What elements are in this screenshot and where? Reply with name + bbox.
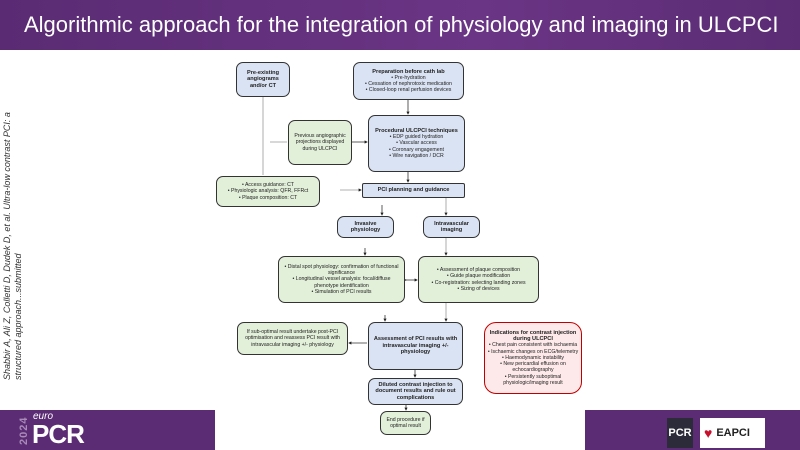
box-item: • Haemodynamic instability (501, 354, 565, 361)
box-text: Previous angiographic projections displa… (294, 132, 346, 152)
box-item: • Assessment of plaque composition (436, 267, 521, 274)
box-item: • Pre-hydration (391, 74, 426, 81)
physiology-uses-box: • Distal spot physiology: confirmation o… (278, 256, 405, 303)
logo-pcr: PCR (32, 419, 85, 449)
pcr-logo: PCR (667, 418, 693, 448)
assessment-box: Assessment of PCI results with intravasc… (368, 322, 463, 370)
box-title: PCI planning and guidance (377, 187, 450, 194)
footer-band-left (0, 410, 215, 450)
diluted-contrast-box: Diluted contrast injection to document r… (368, 378, 463, 405)
box-item: • Distal spot physiology: confirmation o… (284, 263, 399, 277)
preparation-box: Preparation before cath lab • Pre-hydrat… (353, 62, 464, 100)
box-item: • Coronary engagement (389, 146, 444, 153)
suboptimal-box: If sub-optimal result undertake post-PCI… (237, 322, 348, 355)
box-title: Pre-existing angiograms and/or CT (246, 69, 280, 89)
indications-box: Indications for contrast injection durin… (484, 322, 582, 394)
heart-icon: ♥ (704, 425, 713, 441)
box-item: • Cessation of nephrotoxic medication (365, 81, 452, 87)
pci-planning-box: PCI planning and guidance (362, 183, 465, 198)
box-item: • New pericardial effusion on echocardio… (500, 361, 566, 374)
eapci-text: EAPCI (716, 427, 750, 439)
box-title: Assessment of PCI results with intravasc… (373, 336, 458, 356)
box-item: • Sizing of devices (457, 285, 500, 292)
box-title: Procedural ULCPCI techniques (375, 127, 458, 134)
box-item: • Ischaemic changes on ECG/telemetry (487, 348, 579, 355)
box-item: • Co-registration: selecting landing zon… (431, 279, 526, 286)
box-item: • Chest pain consistent with ischaemia (488, 342, 578, 349)
logo-year: 2024 (18, 416, 30, 445)
box-title: Invasive physiology (350, 220, 381, 233)
box-item: • EDP guided hydration (389, 134, 444, 141)
box-item: • Guide plaque modification (446, 273, 511, 280)
previous-projections-box: Previous angiographic projections displa… (288, 120, 352, 165)
box-title: Diluted contrast injection to document r… (375, 381, 456, 401)
preexisting-box: Pre-existing angiograms and/or CT (236, 62, 290, 97)
box-title: Preparation before cath lab (372, 68, 445, 75)
citation: Shabbir A, Ali Z, Colletti D, Dudek D, e… (2, 112, 23, 380)
imaging-uses-box: • Assessment of plaque composition • Gui… (418, 256, 539, 303)
title-text: Algorithmic approach for the integration… (24, 12, 779, 37)
box-item: • Access guidance: CT (242, 182, 294, 189)
slide-title: Algorithmic approach for the integration… (0, 0, 800, 50)
box-item: • Simulation of PCI results (311, 288, 372, 295)
box-item: • Wire navigation / DCR (389, 152, 444, 159)
box-text: If sub-optimal result undertake post-PCI… (245, 328, 340, 348)
box-item: • Vascular access (396, 140, 437, 147)
access-guidance-box: • Access guidance: CT • Physiologic anal… (216, 176, 320, 207)
procedural-box: Procedural ULCPCI techniques • EDP guide… (368, 115, 465, 172)
end-procedure-box: End procedure if optimal result (380, 411, 431, 435)
box-item: • Plaque composition: CT (238, 194, 298, 201)
box-item: • Longitudinal vessel analysis: focal/di… (292, 276, 391, 289)
box-title: Intravascular imaging (434, 220, 469, 233)
eapci-logo: ♥EAPCI (700, 418, 765, 448)
box-item: • Persistently suboptimal physiologic/im… (503, 373, 563, 386)
box-text: End procedure if optimal result (386, 416, 425, 429)
logo-euro: euro (33, 411, 54, 422)
box-item: • Physiologic analysis: QFR, FFRct (227, 188, 309, 195)
invasive-physiology-box: Invasive physiology (337, 216, 394, 238)
intravascular-imaging-box: Intravascular imaging (423, 216, 480, 238)
box-item: • Closed-loop renal perfusion devices (365, 87, 452, 94)
box-title: Indications for contrast injection durin… (489, 330, 577, 343)
